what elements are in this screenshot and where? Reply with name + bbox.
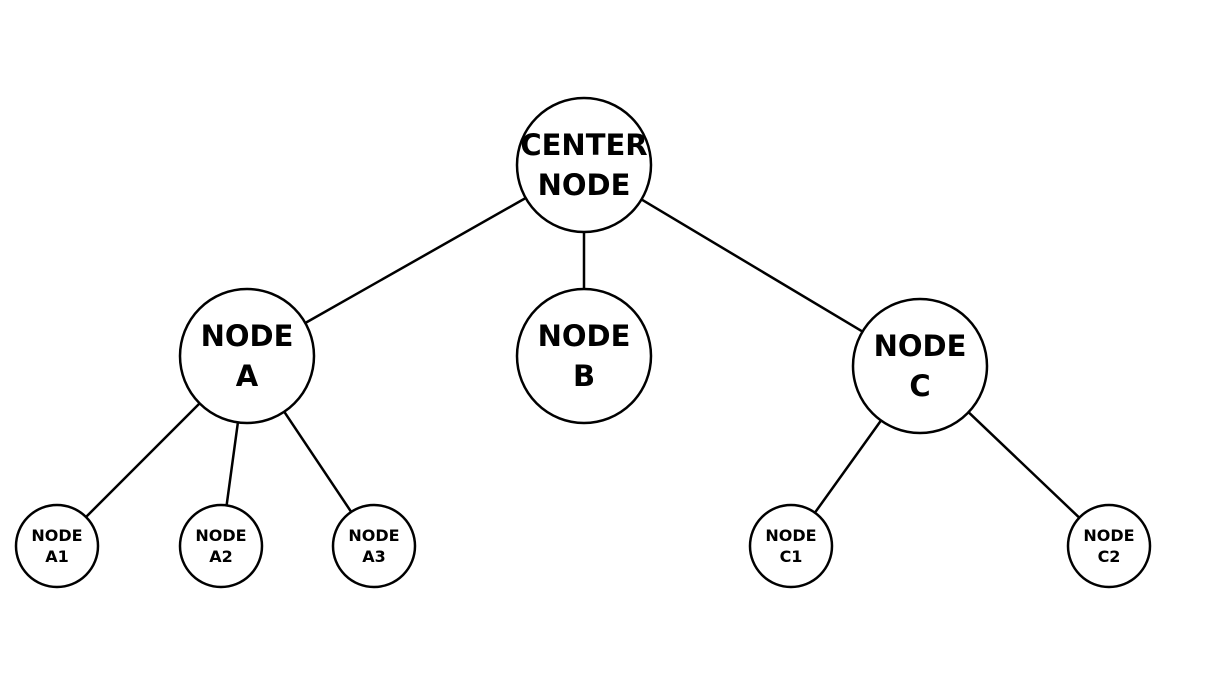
edge-c-to-c1	[813, 419, 883, 514]
node-a: NODE A	[178, 287, 316, 425]
node-label-a2-line-1: NODE	[195, 526, 246, 545]
node-b: NODE B	[515, 287, 653, 425]
nodes-layer: CENTERNODENODEANODEBNODECNODEA1NODEA2NOD…	[14, 96, 1152, 589]
edge-a-to-a1	[84, 402, 201, 519]
node-label-a-line-2: A	[236, 359, 259, 393]
edge-center-to-a	[304, 196, 527, 325]
edge-a-to-a3	[282, 410, 353, 514]
node-label-c1-line-2: C1	[780, 547, 803, 566]
node-circle-c2	[1066, 503, 1152, 589]
node-label-a-line-1: NODE	[201, 319, 294, 353]
edges-layer	[84, 196, 1081, 519]
node-circle-c1	[748, 503, 834, 589]
node-a2: NODE A2	[178, 503, 264, 589]
node-label-a3-line-1: NODE	[348, 526, 399, 545]
edge-a-to-a2	[225, 421, 240, 507]
node-label-b-line-1: NODE	[538, 319, 631, 353]
node-c1: NODE C1	[748, 503, 834, 589]
node-circle-a3	[331, 503, 417, 589]
node-c: NODE C	[851, 297, 989, 435]
node-label-a3-line-2: A3	[362, 547, 386, 566]
node-label-a1-line-2: A1	[45, 547, 69, 566]
node-a3: NODE A3	[331, 503, 417, 589]
node-label-b-line-2: B	[573, 359, 595, 393]
node-label-a2-line-2: A2	[209, 547, 233, 566]
node-label-c2-line-1: NODE	[1083, 526, 1134, 545]
node-label-c1-line-1: NODE	[765, 526, 816, 545]
node-circle-a	[178, 287, 316, 425]
node-circle-a2	[178, 503, 264, 589]
node-label-c-line-1: NODE	[874, 329, 967, 363]
node-circle-center	[515, 96, 653, 234]
node-label-c2-line-2: C2	[1098, 547, 1121, 566]
node-label-center-line-2: NODE	[538, 168, 631, 202]
node-label-a1-line-1: NODE	[31, 526, 82, 545]
node-a1: NODE A1	[14, 503, 100, 589]
node-center: CENTER NODE	[515, 96, 653, 234]
node-circle-a1	[14, 503, 100, 589]
node-label-center-line-1: CENTER	[520, 128, 647, 162]
node-c2: NODE C2	[1066, 503, 1152, 589]
edge-center-to-c	[640, 198, 864, 333]
node-label-c-line-2: C	[909, 369, 930, 403]
edge-c-to-c2	[967, 410, 1081, 519]
node-circle-c	[851, 297, 989, 435]
node-circle-b	[515, 287, 653, 425]
